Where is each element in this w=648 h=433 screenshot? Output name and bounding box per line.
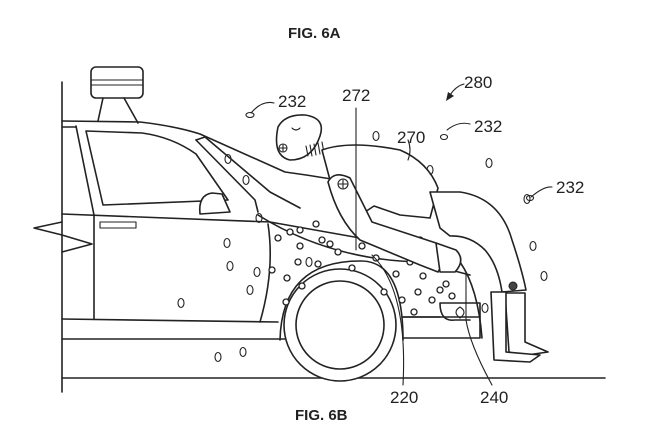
adhesive-dot [314, 260, 322, 268]
svg-text:232: 232 [474, 117, 502, 136]
adhesive-dot [296, 242, 304, 250]
adhesive-flake [372, 130, 380, 142]
adhesive-flake [540, 270, 548, 282]
adhesive-dot [436, 286, 444, 294]
figure-title-6a: FIG. 6A [288, 25, 341, 42]
adhesive-dot [312, 220, 320, 228]
adhesive-dot [286, 228, 294, 236]
adhesive-flake [523, 193, 531, 205]
adhesive-dot [318, 236, 326, 244]
adhesive-dot [348, 264, 356, 272]
adhesive-flake [177, 297, 185, 309]
svg-text:232: 232 [556, 178, 584, 197]
adhesive-dot [283, 274, 291, 282]
adhesive-flake [214, 351, 222, 363]
adhesive-dot [334, 248, 342, 256]
adhesive-dot [448, 292, 456, 300]
adhesive-dot [326, 240, 334, 248]
adhesive-flake [529, 240, 537, 252]
reference-270: 270 [397, 128, 425, 161]
wheel-icon [283, 268, 397, 382]
boot-right [490, 291, 541, 363]
adhesive-dot [398, 296, 406, 304]
boot-left [504, 292, 549, 357]
svg-text:280: 280 [464, 73, 492, 92]
pedestrian-figure [275, 114, 549, 363]
adhesive-dot [268, 266, 276, 274]
adhesive-dot [410, 308, 418, 316]
adhesive-flake [242, 174, 250, 186]
svg-text:220: 220 [390, 388, 418, 407]
reference-280: 280 [446, 73, 492, 101]
head-icon [275, 114, 323, 161]
svg-text:232: 232 [278, 92, 306, 111]
figure-title-6b: FIG. 6B [295, 407, 348, 424]
adhesive-flake [255, 212, 263, 224]
reference-272: 272 [342, 86, 370, 105]
adhesive-flake [253, 266, 261, 278]
vehicle [33, 66, 483, 393]
door-handle [99, 221, 137, 229]
adhesive-flake [481, 302, 489, 314]
adhesive-dot [380, 288, 388, 296]
adhesive-dot [392, 270, 400, 278]
svg-text:272: 272 [342, 86, 370, 105]
adhesive-dot [296, 226, 304, 234]
adhesive-flake [223, 237, 231, 249]
reference-232-b: 232 [439, 117, 502, 141]
adhesive-dot [298, 282, 306, 290]
reference-220: 220 [371, 254, 418, 407]
adhesive-dot [442, 280, 450, 288]
adhesive-flake [239, 346, 247, 358]
adhesive-dot [294, 258, 302, 266]
adhesive-dot [428, 296, 436, 304]
reference-240: 240 [465, 272, 508, 407]
adhesive-dot [274, 234, 282, 242]
adhesive-dot [414, 288, 422, 296]
adhesive-dot [358, 242, 366, 250]
adhesive-flake [226, 260, 234, 272]
adhesive-flake [305, 256, 313, 268]
adhesive-flake [224, 153, 232, 165]
headlight [439, 302, 481, 321]
roof-sensor-icon [90, 66, 144, 124]
svg-text:270: 270 [397, 128, 425, 147]
adhesive-flake [246, 284, 254, 296]
adhesive-flake [485, 157, 493, 169]
svg-text:240: 240 [480, 388, 508, 407]
reference-232-c: 232 [525, 178, 584, 202]
adhesive-dot [372, 254, 380, 262]
adhesive-dot [419, 272, 427, 280]
adhesive-dot [282, 298, 290, 306]
reference-232-a: 232 [245, 92, 306, 119]
break-mark [33, 221, 93, 253]
